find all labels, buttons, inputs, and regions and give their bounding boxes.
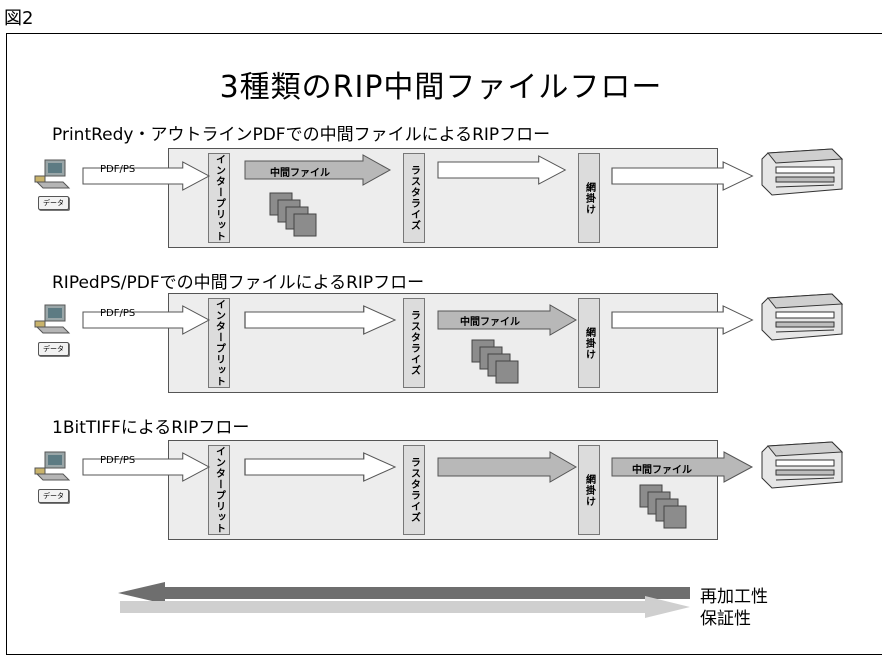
flow-2-title: RIPedPS/PDFでの中間ファイルによるRIPフロー [52, 273, 425, 293]
figure-label: 図2 [4, 8, 34, 29]
flow-1-arrow-4 [611, 161, 753, 191]
flow-3-arrow-2 [244, 452, 396, 482]
flow-3-stage-interpret: インタープリット [208, 445, 230, 535]
flow-2-arrow-2 [244, 305, 396, 335]
flow-3-arrow-3 [437, 451, 578, 483]
flow-3-intermediate-arrow [611, 451, 754, 483]
flow-3-printer-icon [761, 441, 844, 489]
flow-3-stage-screen: 網掛け [578, 445, 600, 535]
flow-2-data-badge: データ [38, 342, 69, 356]
flow-2-printer-icon [761, 293, 844, 341]
flow-2-stage-screen: 網掛け [578, 298, 600, 388]
flow-1-computer-icon [34, 159, 71, 189]
flow-3-file-stack-icon [639, 484, 687, 529]
legend-assurance: 保証性 [700, 609, 751, 629]
flow-2-computer-icon [34, 304, 71, 334]
flow-3-computer-icon [34, 451, 71, 481]
flow-1-data-badge: データ [38, 196, 69, 210]
flow-3-data-badge: データ [38, 489, 69, 503]
flow-2-intermediate-label: 中間ファイル [460, 317, 520, 328]
flow-1-printer-icon [761, 148, 844, 196]
flow-1-intermediate-label: 中間ファイル [270, 168, 330, 179]
assurance-arrow [120, 596, 690, 618]
flow-1-stage-interpret: インタープリット [208, 153, 230, 243]
flow-1-stage-screen: 網掛け [578, 153, 600, 243]
flow-1-intermediate-arrow [244, 154, 392, 186]
flow-2-intermediate-arrow [437, 304, 578, 336]
flow-2-stage-interpret: インタープリット [208, 298, 230, 388]
flow-1-title: PrintRedy・アウトラインPDFでの中間ファイルによるRIPフロー [52, 125, 551, 145]
flow-3-panel [168, 440, 718, 540]
flow-2-arrow-4 [611, 305, 753, 335]
flow-3-stage-rasterize: ラスタライズ [403, 445, 425, 535]
flow-2-stage-rasterize: ラスタライズ [403, 298, 425, 388]
flow-3-title: 1BitTIFFによるRIPフロー [52, 418, 250, 438]
flow-3-intermediate-label: 中間ファイル [632, 465, 692, 476]
reprocessability-arrow [118, 582, 690, 604]
flow-2-file-stack-icon [471, 339, 519, 384]
flow-1-arrow-3 [437, 155, 566, 185]
legend-reprocessability: 再加工性 [700, 587, 768, 607]
flow-2-panel [168, 293, 718, 393]
flow-3-input-label: PDF/PS [100, 455, 136, 466]
flow-2-input-label: PDF/PS [100, 308, 136, 319]
flow-1-input-label: PDF/PS [100, 164, 136, 175]
flow-1-stage-rasterize: ラスタライズ [403, 153, 425, 243]
flow-1-file-stack-icon [269, 192, 317, 237]
diagram-title: 3種類のRIP中間ファイルフロー [219, 70, 663, 105]
